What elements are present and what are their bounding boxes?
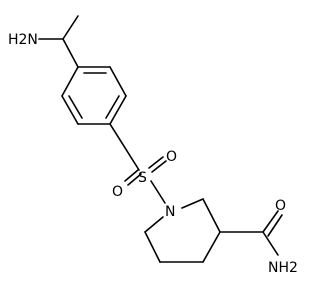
bond-ch-ch3 [62,15,79,40]
bond-benzene-5 [61,95,79,125]
bond-benzene-6 [61,66,79,97]
bond-s-o-left-a [124,169,139,182]
sulfonyl-oxygen-right-label: O [166,149,177,165]
bond-carbonyl-o-b [267,214,283,237]
bond-benzene-3-inner [105,95,120,119]
bond-s-o-right-a [148,156,164,169]
bond-benzene-3 [109,95,127,125]
bond-pip-c5-c6 [144,231,161,263]
ring-nitrogen-label: N [165,204,175,220]
bond-aryl-sulfur [109,123,140,171]
bond-pip-c2-c3 [202,198,221,233]
amine-label: H2N [8,32,38,48]
amide-oxygen-label: O [275,198,286,214]
amide-nitrogen-label: NH2 [268,260,298,276]
bond-s-o-left-b [127,173,142,186]
molecule-diagram: H2N S O O N O NH2 [8,15,298,276]
bond-ch-ring [62,38,79,68]
bond-benzene-2 [109,66,127,97]
bond-pip-n-c2 [181,198,204,209]
bond-pip-c6-n [144,216,164,233]
bond-benzene-5-inner [68,95,83,119]
bond-sulfur-nitrogen [150,180,166,204]
sulfur-label: S [138,170,147,186]
structure-drawing: H2N S O O N O NH2 [8,15,298,276]
bond-s-o-right-b [151,160,167,173]
bond-carbonyl-n [262,231,279,256]
sulfonyl-oxygen-left-label: O [112,184,123,200]
bond-carbonyl-o-a [262,210,279,233]
bond-pip-c3-c4 [202,231,221,263]
